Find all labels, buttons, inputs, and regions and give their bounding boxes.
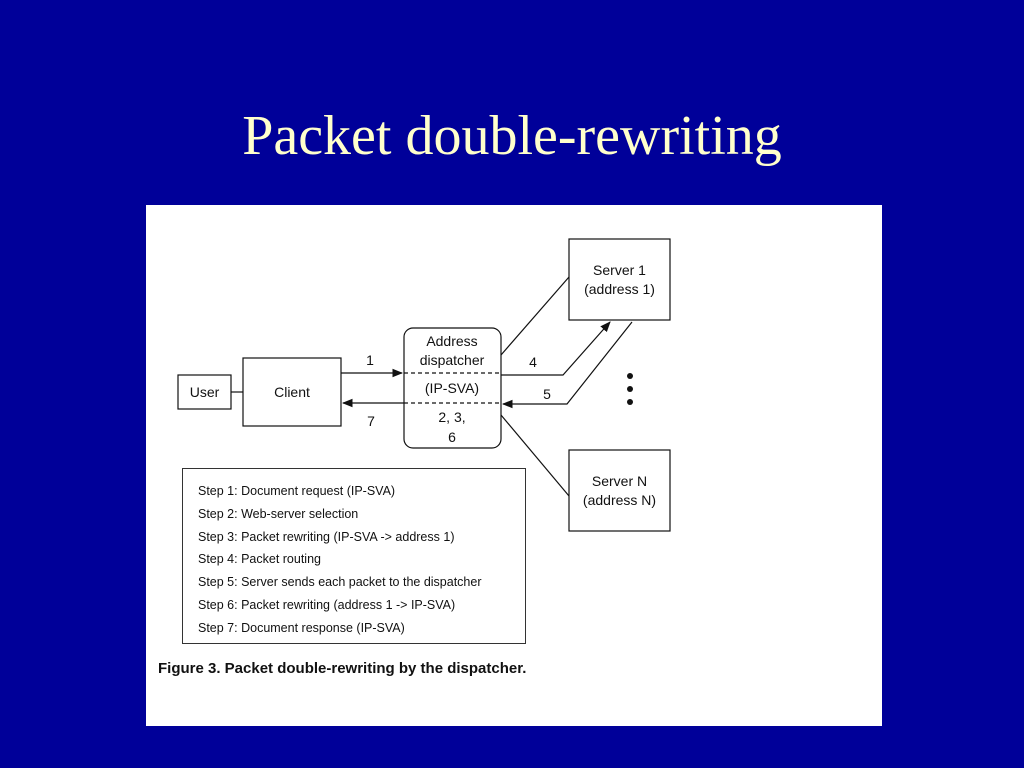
ellipsis-dot [627,386,633,392]
dispatcher-address-label: (IP-SVA) [425,380,479,396]
step-item: Step 4: Packet routing [198,552,321,567]
dispatcher-label-line2: dispatcher [420,352,485,368]
dispatcher-box [403,327,502,449]
server-1-label-line1: Server 1 [593,262,646,278]
step-item: Step 1: Document request (IP-SVA) [198,484,396,498]
figure-caption: Figure 3. Packet double-rewriting by the… [158,660,527,677]
step-item: Step 3: Packet rewriting (IP-SVA -> addr… [198,529,455,544]
ellipsis-dot [627,373,633,379]
client-label: Client [274,384,310,400]
dispatcher-server-1-link [500,276,570,356]
edge-label-5: 5 [543,386,551,402]
steps-legend: Step 1: Document request (IP-SVA) Step 2… [182,468,526,644]
dispatcher-server-n-link [500,414,570,497]
step-item: Step 6: Packet rewriting (address 1 -> I… [198,597,456,612]
arrow-step-5 [501,321,633,409]
arrow-step-4 [501,321,611,376]
step-item: Step 5: Server sends each packet to the … [198,575,482,590]
figure: User Client 1 7 Address dispatcher (IP-S… [146,205,882,726]
server-n-label-line2: (address N) [583,492,656,508]
network-diagram: User Client 1 7 Address dispatcher (IP-S… [177,238,671,532]
client-box [242,357,342,427]
edge-label-1: 1 [366,352,374,368]
user-label: User [190,384,220,400]
edge-label-4: 4 [529,354,537,370]
dispatcher-steps-line1: 2, 3, [438,409,465,425]
server-1-box [568,238,671,321]
slide-title: Packet double-rewriting [242,105,782,167]
dispatcher-label-line1: Address [426,333,477,349]
step-item: Step 7: Document response (IP-SVA) [198,620,405,635]
server-1-label-line2: (address 1) [584,281,655,297]
edge-label-7: 7 [367,413,375,429]
server-n-label-line1: Server N [592,473,647,489]
ellipsis-dot [627,399,633,405]
dispatcher-steps-line2: 6 [448,429,456,445]
step-item: Step 2: Web-server selection [198,506,359,521]
server-n-box [568,449,671,532]
